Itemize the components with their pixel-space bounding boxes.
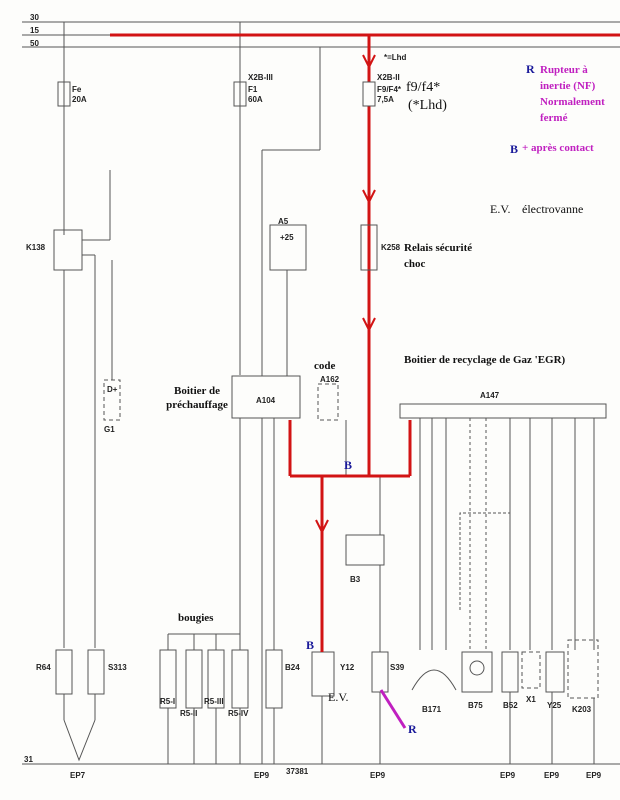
s39-body (371, 651, 389, 693)
annotation-boitier-egr: Boitier de recyclage de Gaz 'EGR) (404, 354, 566, 366)
arrow-1 (362, 54, 376, 70)
label-ep7: EP7 (70, 771, 86, 780)
annotation-bougies: bougies (178, 612, 214, 624)
annotation-code: code (314, 360, 336, 372)
label-a5: A5 (278, 217, 289, 226)
fuse-f1-body (233, 81, 247, 107)
annotation-b-junction: B (344, 458, 353, 472)
label-x1: X1 (526, 695, 536, 704)
fuse-f9-body (362, 81, 376, 107)
annotation-lhd: (*Lhd) (408, 98, 447, 113)
arrow-2 (362, 189, 376, 205)
r5-iv-body (231, 649, 249, 709)
fuse-f9-rating: 7,5A (377, 95, 394, 104)
label-s39: S39 (390, 663, 405, 672)
r64-body (55, 649, 73, 695)
label-r5-iii: R5-III (204, 697, 224, 706)
label-b75: B75 (468, 701, 483, 710)
b52-body (501, 651, 519, 693)
legend-r-text: Rupteur à inertie (NF) Normalement fermé (540, 64, 605, 124)
s313-body (87, 649, 105, 695)
a162-body (317, 383, 339, 421)
a147-body (399, 403, 607, 419)
label-r5-i: R5-I (160, 697, 175, 706)
annotation-ev-y12: E.V. (328, 690, 349, 704)
red-arrows (315, 54, 376, 535)
label-a147: A147 (480, 391, 500, 400)
legend-b-letter: B (510, 142, 519, 156)
label-ep9-a: EP9 (254, 771, 270, 780)
label-b24: B24 (285, 663, 300, 672)
y25-body (545, 651, 565, 693)
a104-body (231, 375, 301, 419)
label-k203: K203 (572, 705, 592, 714)
label-rail-50: 50 (30, 39, 39, 48)
fuse-f9-id: F9/F4* (377, 85, 402, 94)
annotation-b-y12: B (306, 638, 315, 652)
label-k138: K138 (26, 243, 46, 252)
label-r5-iv: R5-IV (228, 709, 249, 718)
legend-ev: E.V. (490, 202, 511, 216)
fuse-f1-rating: 60A (248, 95, 263, 104)
arrow-3 (362, 317, 376, 333)
b75-body (461, 651, 493, 693)
fuse-f1-conn: X2B-III (248, 73, 273, 82)
label-b3: B3 (350, 575, 361, 584)
label-s313: S313 (108, 663, 127, 672)
arrow-4 (315, 519, 329, 535)
label-rail-31: 31 (24, 755, 33, 764)
legend-b-text: + après contact (522, 142, 594, 154)
fuse-f9-note: *=Lhd (384, 53, 407, 62)
label-a104: A104 (256, 396, 276, 405)
annotation-boitier-prechauffage: Boitier de préchauffage (166, 385, 228, 411)
a5-body (269, 224, 307, 271)
label-y12: Y12 (340, 663, 355, 672)
label-r64: R64 (36, 663, 51, 672)
fuse-fe-id: Fe (72, 85, 82, 94)
label-y25: Y25 (547, 701, 562, 710)
k203-body (567, 639, 599, 699)
relay-k138-body (53, 229, 83, 271)
x1-body (521, 651, 541, 689)
annotation-r-s39: R (408, 722, 417, 736)
annotation-relais: Relais sécurité choc (404, 242, 473, 270)
label-doc-code: 37381 (286, 767, 309, 776)
label-b171: B171 (422, 705, 442, 714)
ep7-junction (63, 719, 96, 762)
legend-ev-text: électrovanne (522, 202, 584, 216)
fuse-fe-rating: 20A (72, 95, 87, 104)
k258-body (360, 224, 378, 271)
label-rail-15: 15 (30, 26, 39, 35)
fuse-f1-id: F1 (248, 85, 258, 94)
label-ep9-b: EP9 (370, 771, 386, 780)
b24-body (265, 649, 283, 709)
label-ep9-e: EP9 (586, 771, 602, 780)
legend-r-letter: R (526, 62, 535, 76)
fuse-f9-conn: X2B-II (377, 73, 400, 82)
b3-body (345, 534, 385, 566)
label-r5-ii: R5-II (180, 709, 197, 718)
highlighted-circuit (110, 33, 620, 652)
r-pointer-line (379, 689, 407, 729)
label-k258: K258 (381, 243, 401, 252)
label-a162: A162 (320, 375, 340, 384)
label-ep9-c: EP9 (500, 771, 516, 780)
fuse-fe-body (57, 81, 71, 107)
label-a5-value: +25 (280, 233, 294, 242)
r5-ii-body (185, 649, 203, 709)
label-g1-pin: D+ (107, 385, 118, 394)
annotation-f9-f4: f9/f4* (406, 80, 441, 95)
label-b52: B52 (503, 701, 518, 710)
label-g1: G1 (104, 425, 115, 434)
label-rail-30: 30 (30, 13, 39, 22)
b171-body (411, 669, 457, 691)
label-ep9-d: EP9 (544, 771, 560, 780)
